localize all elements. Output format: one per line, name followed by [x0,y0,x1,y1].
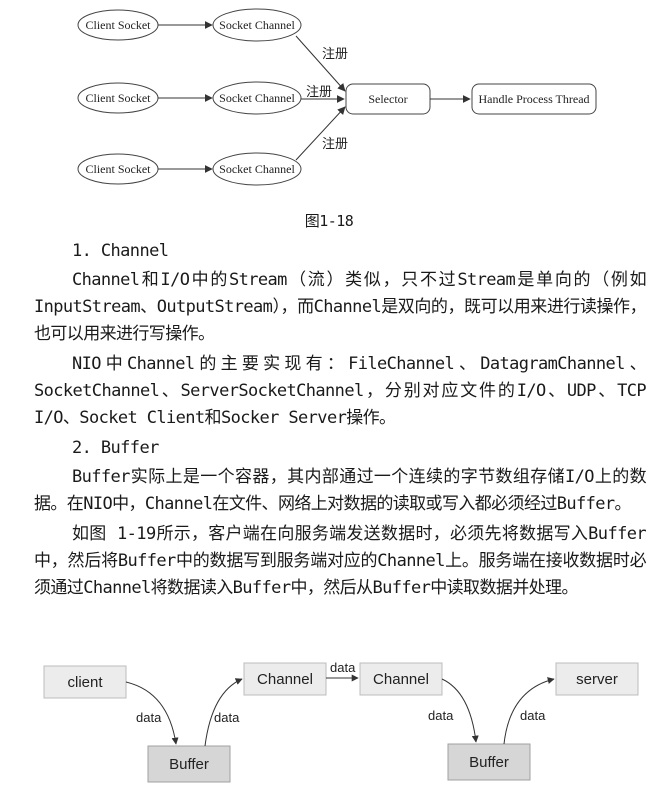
register-label-1: 注册 [322,47,348,62]
svg-text:Selector: Selector [368,92,407,106]
client-socket-node-2: Client Socket [77,82,159,114]
svg-text:Buffer: Buffer [469,754,509,771]
data-label-4: data [428,708,454,723]
svg-text:Socket Channel: Socket Channel [219,91,295,105]
figure-1-19-diagram: client Buffer Channel Channel Buffer ser… [43,660,639,783]
data-label-1: data [136,710,162,725]
figure-caption: 图1-18 [304,212,354,230]
svg-text:Socket Channel: Socket Channel [219,162,295,176]
figure-1-18-diagram: Client Socket Socket Channel Client Sock… [77,8,597,186]
section-heading-channel: 1. Channel [72,241,169,261]
selector-node: Selector [345,83,431,115]
arrow-channel-to-buffer [441,678,479,743]
channel-paragraph-2: NIO中Channel的主要实现有：FileChannel、DatagramCh… [34,354,647,428]
svg-text:Channel: Channel [373,671,429,688]
svg-text:client: client [67,674,103,691]
svg-text:Client Socket: Client Socket [86,91,152,105]
section-heading-buffer: 2. Buffer [72,438,159,458]
channel-node-2: Channel [359,662,443,696]
channel-paragraph-1: Channel和I/O中的Stream（流）类似，只不过Stream是单向的（例… [34,270,647,344]
data-label-2: data [214,710,240,725]
svg-text:Channel: Channel [257,671,313,688]
channel-node-1: Channel [243,662,327,696]
arrow-register-1 [295,35,346,92]
article-body: 1. Channel Channel和I/O中的Stream（流）类似，只不过S… [34,238,647,602]
buffer-paragraph-1: Buffer实际上是一个容器，其内部通过一个连续的字节数组存储I/O上的数据。在… [34,467,647,514]
buffer-node-1: Buffer [147,745,231,783]
arrow-buffer-to-server [503,677,555,745]
arrow-buffer-to-channel [204,678,243,747]
socket-channel-node-2: Socket Channel [212,81,302,115]
buffer-paragraph-2: 如图 1-19所示，客户端在向服务端发送数据时，必须先将数据写入Buffer中，… [34,524,647,598]
buffer-node-2: Buffer [447,743,531,781]
register-label-2: 注册 [306,85,332,100]
handle-process-thread-node: Handle Process Thread [471,83,597,115]
client-node: client [43,665,127,699]
arrow-client-to-buffer [125,681,179,745]
svg-text:server: server [576,671,618,688]
server-node: server [555,662,639,696]
client-socket-node-1: Client Socket [77,9,159,41]
svg-text:Client Socket: Client Socket [86,162,152,176]
data-label-3: data [330,660,356,675]
socket-channel-node-3: Socket Channel [212,152,302,186]
svg-text:Handle Process Thread: Handle Process Thread [478,92,589,106]
arrow-register-3 [295,106,346,161]
svg-text:Buffer: Buffer [169,756,209,773]
svg-text:Client Socket: Client Socket [86,18,152,32]
socket-channel-node-1: Socket Channel [212,8,302,42]
svg-text:Socket Channel: Socket Channel [219,18,295,32]
data-label-5: data [520,708,546,723]
client-socket-node-3: Client Socket [77,153,159,185]
register-label-3: 注册 [322,137,348,152]
